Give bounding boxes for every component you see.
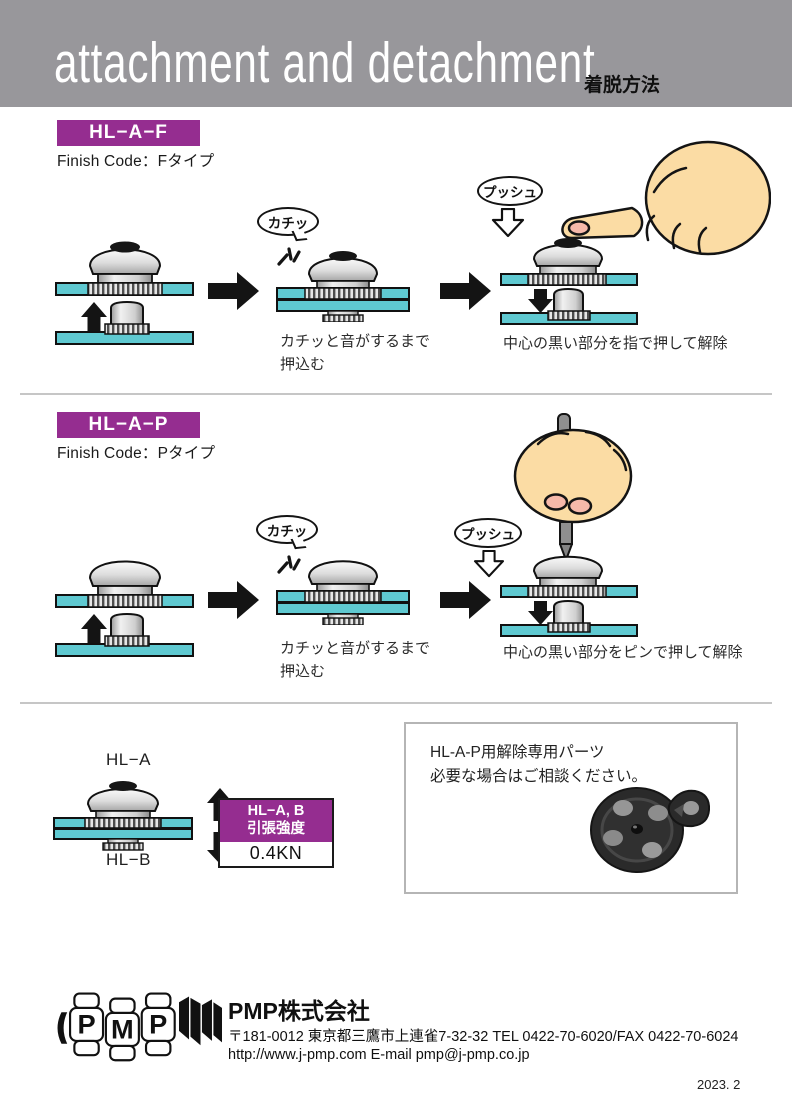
hollow-down-arrow-icon	[473, 550, 505, 578]
release-part-line1: HL-A-P用解除専用パーツ	[430, 744, 605, 761]
logo-letter-3: P	[149, 1009, 167, 1040]
company-name: PMP株式会社	[228, 998, 370, 1024]
logo-bracket-shape	[57, 1012, 68, 1044]
push-label: プッシュ	[483, 185, 537, 200]
badge-hl-a-f: HL−A−F	[57, 120, 200, 146]
pressing-hand-illustration	[561, 140, 771, 256]
tensile-strength-header-line1: HL−A, B	[247, 803, 305, 819]
release-caption: 中心の黒い部分をピンで押して解除	[503, 644, 743, 661]
pmp-logo: P M P	[57, 992, 222, 1062]
click-sound-bubble: カチッ	[257, 207, 319, 242]
right-arrow-icon	[440, 272, 491, 310]
push-label: プッシュ	[461, 527, 515, 542]
tensile-strength-value: 0.4KN	[220, 842, 332, 867]
fastener-strength-diagram	[53, 781, 233, 864]
release-caption: 中心の黒い部分を指で押して解除	[503, 335, 728, 352]
hand-with-pin-illustration	[513, 413, 633, 561]
tensile-strength-header: HL−A, B 引張強度	[220, 800, 332, 843]
push-in-caption-line1: カチッと音がするまで	[280, 640, 431, 657]
push-bubble: プッシュ	[454, 518, 522, 548]
click-sound-label: カチッ	[267, 215, 309, 231]
fastener-separated-diagram-f	[55, 241, 194, 345]
bubble-tail	[291, 229, 308, 242]
fastener-attached-diagram-p	[276, 560, 410, 625]
badge-hl-a-p: HL−A−P	[57, 412, 200, 438]
fastener-release-diagram-p	[500, 555, 638, 637]
fastener-separated-diagram-p	[55, 560, 194, 657]
tensile-strength-table: HL−A, B 引張強度 0.4KN	[218, 798, 334, 869]
release-part-text: HL-A-P用解除専用パーツ 必要な場合はご相談ください。	[430, 741, 647, 789]
company-web-email: http://www.j-pmp.com E-mail pmp@j-pmp.co…	[228, 1047, 530, 1063]
revision-date: 2023. 2	[697, 1077, 741, 1092]
bubble-tail	[290, 537, 307, 550]
release-tool-photo	[590, 787, 711, 873]
push-in-caption-line2: 押込む	[280, 662, 326, 680]
page-subtitle: 着脱方法	[584, 75, 661, 96]
label-hl-a: HL−A	[106, 750, 151, 769]
logo-thread-shape	[179, 996, 222, 1046]
logo-letter-2: M	[111, 1014, 134, 1045]
finish-code-p: Finish Code：Pタイプ	[57, 445, 216, 462]
click-sound-label: カチッ	[266, 523, 308, 539]
finish-code-f: Finish Code：Fタイプ	[57, 153, 215, 170]
page-header: attachment and detachment 着脱方法	[0, 0, 792, 107]
release-part-line2: 必要な場合はご相談ください。	[430, 768, 648, 786]
fastener-attached-diagram-f	[276, 251, 410, 322]
push-in-caption-line2: 押込む	[280, 355, 326, 373]
page-title: attachment and detachment	[54, 31, 596, 95]
impact-marks-icon	[277, 247, 301, 266]
hollow-down-arrow-icon	[491, 208, 525, 238]
push-in-caption-line1: カチッと音がするまで	[280, 333, 431, 350]
logo-letter-1: P	[77, 1009, 95, 1040]
right-arrow-icon	[440, 581, 491, 619]
push-in-caption: カチッと音がするまで 押込む	[280, 638, 430, 683]
tensile-strength-header-line2: 引張強度	[247, 820, 305, 837]
right-arrow-icon	[208, 581, 259, 619]
click-sound-bubble: カチッ	[256, 515, 318, 550]
section-divider	[20, 702, 772, 704]
push-in-caption: カチッと音がするまで 押込む	[280, 331, 430, 376]
impact-marks-icon	[277, 555, 301, 574]
push-bubble: プッシュ	[477, 176, 543, 206]
section-divider	[20, 393, 772, 395]
fastener-release-diagram-f	[500, 238, 638, 325]
label-hl-b: HL−B	[106, 850, 151, 869]
company-address: 〒181-0012 東京都三鷹市上連雀7-32-32 TEL 0422-70-6…	[228, 1029, 739, 1045]
right-arrow-icon	[208, 272, 259, 310]
